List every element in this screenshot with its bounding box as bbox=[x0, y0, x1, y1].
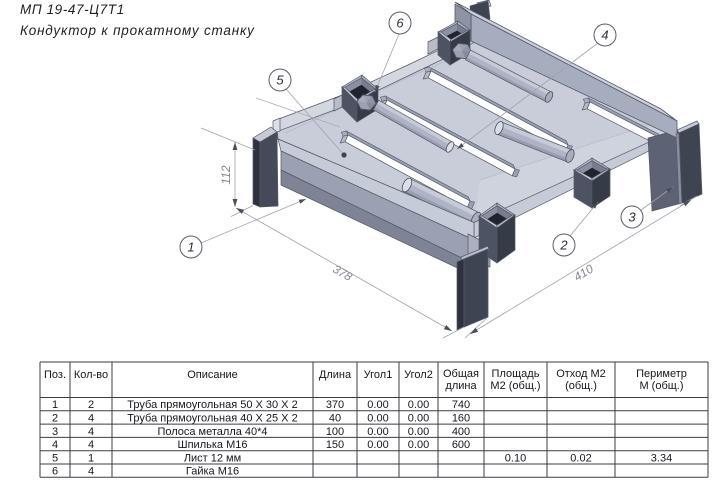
svg-text:Описание: Описание bbox=[187, 369, 238, 381]
svg-text:Труба прямоугольная 50 Х 30 Х: Труба прямоугольная 50 Х 30 Х 2 bbox=[127, 399, 297, 411]
svg-text:4: 4 bbox=[88, 413, 94, 425]
svg-text:0.10: 0.10 bbox=[505, 452, 526, 464]
svg-text:Угол1: Угол1 bbox=[364, 369, 393, 381]
svg-text:370: 370 bbox=[326, 399, 344, 411]
svg-text:410: 410 bbox=[571, 262, 596, 285]
svg-text:Кол-во: Кол-во bbox=[74, 369, 108, 381]
svg-text:Угол2: Угол2 bbox=[404, 369, 433, 381]
svg-text:(общ.): (общ.) bbox=[565, 380, 597, 392]
svg-text:М (общ.): М (общ.) bbox=[639, 380, 683, 392]
svg-text:5: 5 bbox=[276, 73, 284, 88]
svg-text:Отход М2: Отход М2 bbox=[556, 368, 606, 380]
svg-text:378: 378 bbox=[330, 262, 355, 284]
svg-text:5: 5 bbox=[52, 452, 58, 464]
svg-text:2: 2 bbox=[88, 399, 94, 411]
svg-text:4: 4 bbox=[88, 439, 94, 451]
svg-text:40: 40 bbox=[329, 413, 341, 425]
svg-text:2: 2 bbox=[52, 413, 58, 425]
svg-text:Труба прямоугольная 40 Х 25 Х: Труба прямоугольная 40 Х 25 Х 2 bbox=[127, 413, 297, 425]
svg-text:1: 1 bbox=[52, 399, 58, 411]
svg-text:0.00: 0.00 bbox=[367, 426, 388, 438]
svg-text:4: 4 bbox=[88, 426, 94, 438]
svg-text:Гайка М16: Гайка М16 bbox=[186, 466, 239, 478]
svg-text:0.00: 0.00 bbox=[367, 439, 388, 451]
svg-text:112: 112 bbox=[219, 165, 233, 184]
svg-text:0.00: 0.00 bbox=[408, 399, 429, 411]
svg-text:Периметр: Периметр bbox=[636, 368, 687, 380]
svg-text:Поз.: Поз. bbox=[44, 369, 66, 381]
svg-text:150: 150 bbox=[326, 439, 344, 451]
svg-text:0.00: 0.00 bbox=[408, 426, 429, 438]
svg-text:600: 600 bbox=[452, 439, 470, 451]
svg-text:4: 4 bbox=[88, 466, 94, 478]
svg-text:длина: длина bbox=[445, 380, 477, 392]
svg-text:3: 3 bbox=[628, 210, 636, 225]
svg-text:3.34: 3.34 bbox=[651, 452, 672, 464]
svg-text:2: 2 bbox=[559, 238, 568, 253]
svg-text:М2 (общ.): М2 (общ.) bbox=[490, 380, 540, 392]
svg-text:1: 1 bbox=[88, 452, 94, 464]
svg-text:6: 6 bbox=[396, 16, 404, 31]
svg-text:0.02: 0.02 bbox=[570, 452, 591, 464]
svg-text:Площадь: Площадь bbox=[492, 368, 540, 380]
svg-text:100: 100 bbox=[326, 426, 344, 438]
svg-text:Лист 12 мм: Лист 12 мм bbox=[184, 452, 241, 464]
svg-text:400: 400 bbox=[452, 426, 470, 438]
svg-text:1: 1 bbox=[187, 240, 194, 255]
svg-text:4: 4 bbox=[601, 28, 608, 43]
svg-text:Длина: Длина bbox=[319, 369, 352, 381]
svg-text:160: 160 bbox=[452, 413, 470, 425]
svg-text:Полоса металла 40*4: Полоса металла 40*4 bbox=[157, 426, 267, 438]
svg-text:3: 3 bbox=[52, 426, 58, 438]
svg-text:0.00: 0.00 bbox=[367, 413, 388, 425]
svg-text:Шпилька М16: Шпилька М16 bbox=[178, 439, 248, 451]
svg-text:740: 740 bbox=[452, 399, 470, 411]
svg-text:0.00: 0.00 bbox=[408, 439, 429, 451]
svg-text:0.00: 0.00 bbox=[408, 413, 429, 425]
svg-text:Общая: Общая bbox=[443, 368, 479, 380]
svg-text:4: 4 bbox=[52, 439, 58, 451]
svg-text:0.00: 0.00 bbox=[367, 399, 388, 411]
svg-text:6: 6 bbox=[52, 466, 58, 478]
